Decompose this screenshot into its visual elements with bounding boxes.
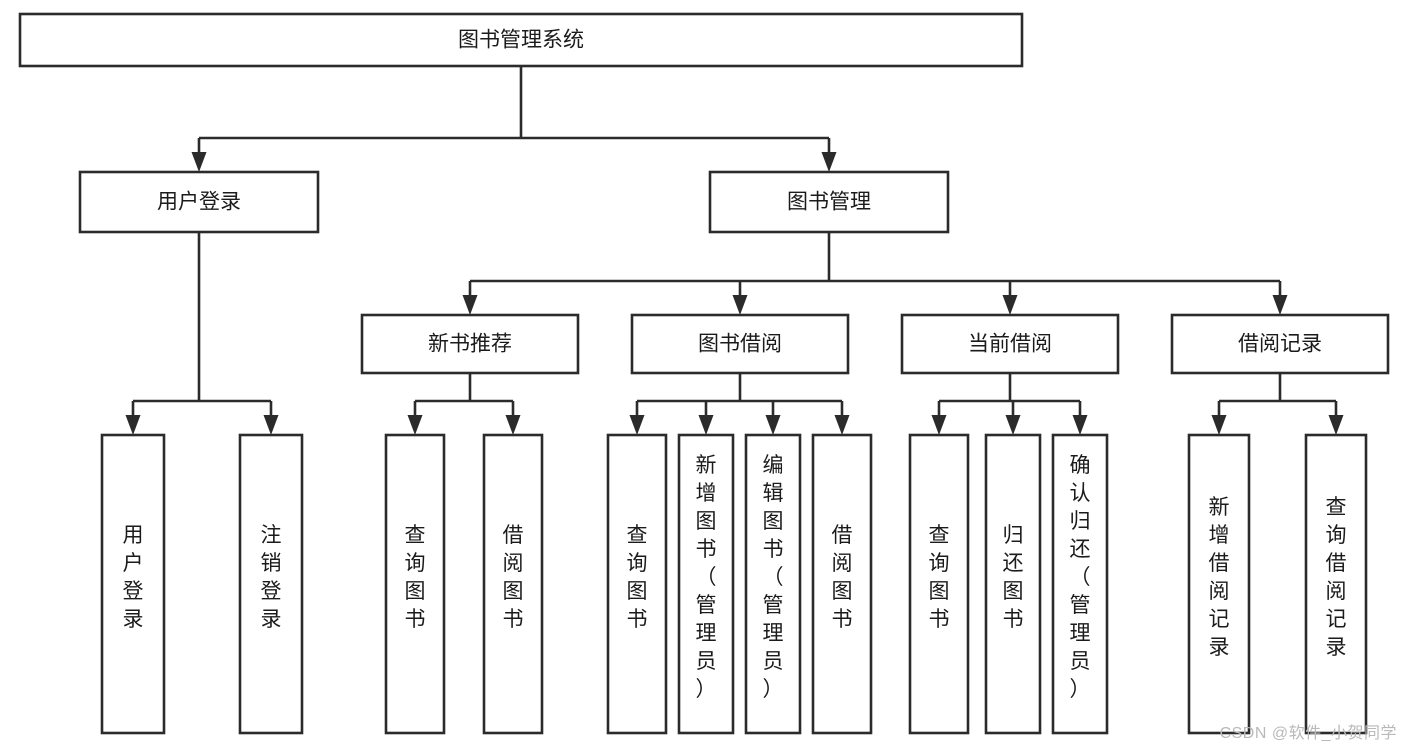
node-box[interactable]	[900, 313, 1120, 375]
node-label: 注销登录	[261, 524, 282, 631]
node-label: 查询图书	[405, 524, 426, 631]
node-leaf-add-book-admin[interactable]: 新增图书（管理员）	[677, 433, 735, 735]
node-box[interactable]	[18, 12, 1024, 68]
csdn-watermark: CSDN @软件_小贺同学	[1219, 725, 1397, 742]
node-box[interactable]	[606, 433, 668, 735]
node-new-book-recommend[interactable]: 新书推荐	[360, 313, 580, 375]
node-root[interactable]: 图书管理系统	[18, 12, 1024, 68]
node-box[interactable]	[1304, 433, 1368, 735]
node-box[interactable]	[708, 170, 950, 234]
node-box[interactable]	[630, 313, 850, 375]
node-leaf-query-book-2[interactable]: 查询图书	[606, 433, 668, 735]
node-box[interactable]	[482, 433, 544, 735]
node-box[interactable]	[1170, 313, 1390, 375]
node-current-borrow[interactable]: 当前借阅	[900, 313, 1120, 375]
node-label: 编辑图书（管理员）	[763, 454, 784, 701]
node-label: 用户登录	[123, 524, 144, 631]
node-book-management[interactable]: 图书管理	[708, 170, 950, 234]
node-label: 借阅图书	[503, 524, 524, 631]
node-leaf-user-login[interactable]: 用户登录	[100, 433, 166, 735]
node-box[interactable]	[360, 313, 580, 375]
node-box[interactable]	[78, 170, 320, 234]
node-box[interactable]	[908, 433, 970, 735]
node-leaf-edit-book-admin[interactable]: 编辑图书（管理员）	[744, 433, 802, 735]
node-leaf-borrow-book-1[interactable]: 借阅图书	[482, 433, 544, 735]
node-leaf-query-borrow-rec[interactable]: 查询借阅记录	[1304, 433, 1368, 735]
node-leaf-add-borrow-rec[interactable]: 新增借阅记录	[1187, 433, 1251, 735]
node-leaf-borrow-book-2[interactable]: 借阅图书	[811, 433, 873, 735]
node-box[interactable]	[1187, 433, 1251, 735]
node-box[interactable]	[1051, 433, 1109, 735]
node-label: 确认归还（管理员）	[1070, 454, 1091, 701]
node-label: 借阅记录	[1238, 333, 1322, 356]
node-label: 查询图书	[627, 524, 648, 631]
node-label: 图书管理系统	[458, 29, 584, 52]
node-book-borrow[interactable]: 图书借阅	[630, 313, 850, 375]
node-box[interactable]	[100, 433, 166, 735]
node-label: 归还图书	[1003, 524, 1024, 631]
node-leaf-confirm-return[interactable]: 确认归还（管理员）	[1051, 433, 1109, 735]
nodes-layer: 图书管理系统用户登录图书管理新书推荐图书借阅当前借阅借阅记录用户登录注销登录查询…	[18, 12, 1390, 735]
node-leaf-logout-login[interactable]: 注销登录	[238, 433, 304, 735]
node-box[interactable]	[984, 433, 1042, 735]
node-label: 当前借阅	[968, 333, 1052, 356]
node-box[interactable]	[384, 433, 446, 735]
node-box[interactable]	[677, 433, 735, 735]
node-label: 用户登录	[157, 191, 241, 214]
node-label: 查询图书	[929, 524, 950, 631]
node-label: 查询借阅记录	[1326, 496, 1347, 659]
node-box[interactable]	[744, 433, 802, 735]
node-box[interactable]	[238, 433, 304, 735]
node-label: 图书借阅	[698, 333, 782, 356]
node-label: 新增借阅记录	[1209, 496, 1230, 659]
node-label: 图书管理	[787, 191, 871, 214]
node-box[interactable]	[811, 433, 873, 735]
node-leaf-query-book-3[interactable]: 查询图书	[908, 433, 970, 735]
node-leaf-return-book[interactable]: 归还图书	[984, 433, 1042, 735]
node-label: 借阅图书	[832, 524, 853, 631]
node-label: 新书推荐	[428, 333, 512, 356]
node-leaf-query-book-1[interactable]: 查询图书	[384, 433, 446, 735]
node-borrow-record[interactable]: 借阅记录	[1170, 313, 1390, 375]
node-user-login[interactable]: 用户登录	[78, 170, 320, 234]
connectors-layer	[125, 66, 1344, 435]
node-label: 新增图书（管理员）	[696, 454, 717, 701]
